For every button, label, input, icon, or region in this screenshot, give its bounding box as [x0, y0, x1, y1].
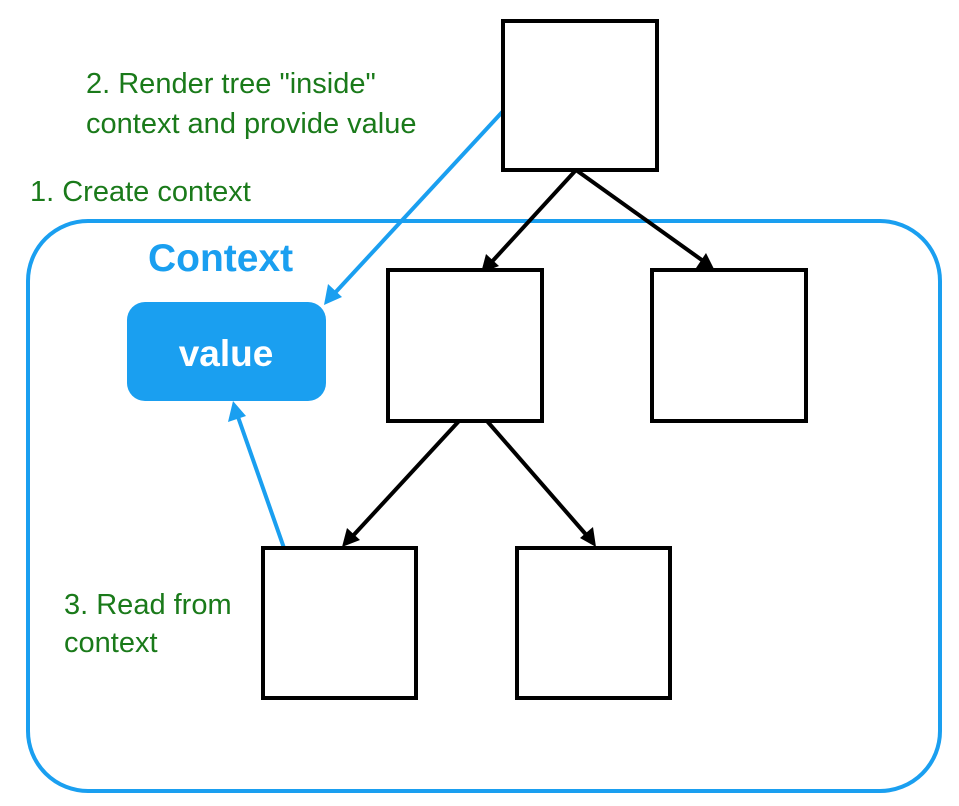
arrowhead-mid-to-leaf-left: [342, 528, 360, 547]
tree-node-right: [650, 268, 808, 423]
step1-label: 1. Create context: [30, 176, 251, 208]
step2-label-line1: 2. Render tree "inside": [86, 68, 376, 100]
step2-label-line2: context and provide value: [86, 108, 417, 140]
arrowhead-provide-value: [324, 284, 342, 305]
edge-root-to-child-right: [574, 168, 708, 265]
arrow-provide-value: [331, 107, 507, 297]
step3-label-line1: 3. Read from: [64, 589, 232, 621]
tree-node-leaf-right: [515, 546, 672, 700]
value-label: value: [179, 333, 274, 374]
tree-node-root: [501, 19, 659, 172]
edge-root-to-child-left: [486, 168, 578, 268]
context-boundary: [26, 219, 942, 793]
arrowhead-root-to-child-right: [696, 253, 715, 271]
edge-mid-to-leaf-left: [348, 419, 461, 541]
context-title: Context: [148, 237, 293, 280]
tree-node-middle: [386, 268, 544, 423]
value-box: [127, 302, 326, 401]
tree-node-leaf-left: [261, 546, 418, 700]
arrowhead-mid-to-leaf-right: [580, 527, 596, 547]
edge-mid-to-leaf-right: [485, 419, 591, 540]
arrowhead-read-value: [228, 401, 246, 422]
step3-label-line2: context: [64, 627, 158, 659]
arrow-read-value: [235, 413, 286, 549]
